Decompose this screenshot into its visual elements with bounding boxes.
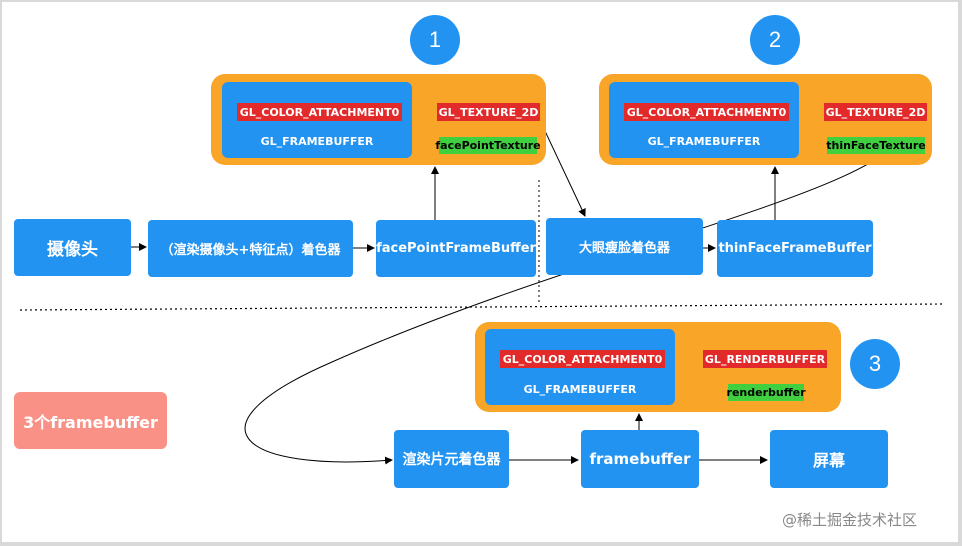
color-attachment-3: GL_COLOR_ATTACHMENT0 [500,350,665,368]
color-attachment-2: GL_COLOR_ATTACHMENT0 [624,103,789,121]
node-fragment-shader: 渲染片元着色器 [394,430,509,488]
node-camera: 摄像头 [14,219,131,276]
node-face-point-framebuffer: facePointFrameBuffer [376,220,536,277]
node-screen: 屏幕 [770,430,888,488]
step-3-badge: 3 [850,339,900,389]
node-thin-face-shader: 大眼瘦脸着色器 [546,218,703,275]
face-point-texture: facePointTexture [435,137,541,154]
step-1-badge: 1 [410,15,460,65]
node-framebuffer: framebuffer [581,430,699,488]
section-divider [19,303,945,311]
arrow-texture2-to-fragment-shader [244,119,902,465]
node-render-shader: （渲染摄像头+特征点）着色器 [148,220,353,277]
step-2-badge: 2 [750,15,800,65]
node-thin-face-framebuffer: thinFaceFrameBuffer [717,220,873,277]
framebuffer-2-label: GL_FRAMEBUFFER [647,135,761,148]
watermark: @稀土掘金技术社区 [782,511,918,529]
framebuffer-3-label: GL_FRAMEBUFFER [523,383,637,396]
color-attachment-1: GL_COLOR_ATTACHMENT0 [237,103,402,121]
thin-face-texture: thinFaceTexture [826,137,926,154]
renderbuffer-object: renderbuffer [726,384,806,401]
framebuffer-count-note: 3个framebuffer [14,392,167,449]
framebuffer-1-label: GL_FRAMEBUFFER [260,135,374,148]
gl-renderbuffer: GL_RENDERBUFFER [703,350,827,368]
texture-2d-1: GL_TEXTURE_2D [437,103,540,121]
texture-2d-2: GL_TEXTURE_2D [824,103,927,121]
